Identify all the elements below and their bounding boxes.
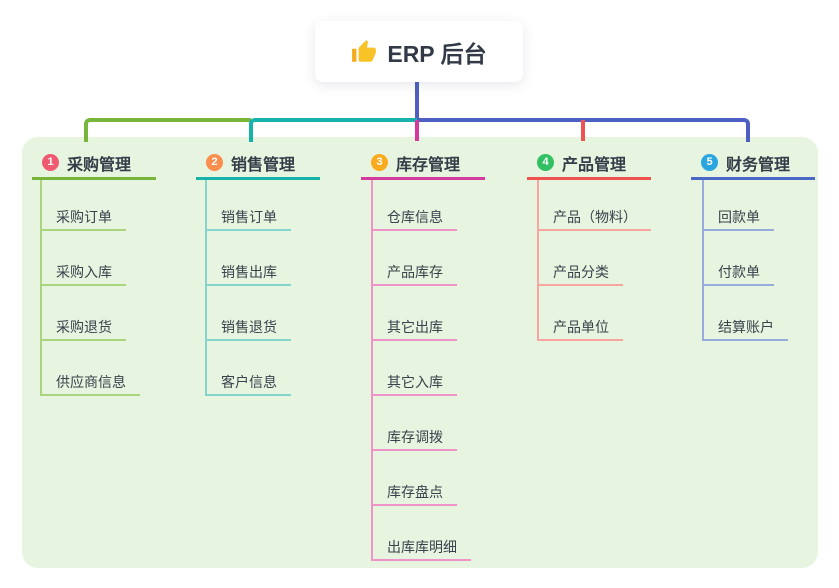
node-outbound-detail[interactable]: 出库库明细 (371, 533, 471, 561)
branch-label: 采购管理 (67, 156, 132, 174)
node-sales-outbound[interactable]: 销售出库 (205, 258, 291, 286)
branch-label: 产品管理 (562, 156, 627, 174)
node-other-inbound[interactable]: 其它入库 (371, 368, 457, 396)
branch-trunk-sales (205, 180, 207, 394)
node-warehouse-info[interactable]: 仓库信息 (371, 203, 457, 231)
node-settlement-account[interactable]: 结算账户 (702, 313, 788, 341)
thumbs-up-icon (352, 39, 377, 62)
node-product-stock[interactable]: 产品库存 (371, 258, 457, 286)
connector-branch-purchase (84, 118, 251, 142)
branch-label: 财务管理 (726, 156, 791, 174)
node-product-material[interactable]: 产品（物料） (537, 203, 651, 231)
node-customer-info[interactable]: 客户信息 (205, 368, 291, 396)
branches-background-panel (22, 137, 818, 568)
root-node-title: ERP 后台 (387, 40, 487, 67)
node-sales-order[interactable]: 销售订单 (205, 203, 291, 231)
branch-trunk-inventory (371, 180, 373, 559)
branch-header-inventory[interactable]: 3 库存管理 (361, 148, 485, 180)
branch-header-product[interactable]: 4 产品管理 (527, 148, 651, 180)
connector-branch-inventory (415, 120, 419, 141)
branch-label: 库存管理 (396, 156, 461, 174)
node-purchase-inbound[interactable]: 采购入库 (40, 258, 126, 286)
branch-header-sales[interactable]: 2 销售管理 (196, 148, 320, 180)
root-connector-line (415, 82, 419, 122)
branch-trunk-purchase (40, 180, 42, 394)
connector-branch-sales (249, 118, 417, 142)
node-stock-transfer[interactable]: 库存调拨 (371, 423, 457, 451)
node-sales-return[interactable]: 销售退货 (205, 313, 291, 341)
node-stock-count[interactable]: 库存盘点 (371, 478, 457, 506)
connector-branch-product (581, 120, 585, 141)
root-node-erp-backend[interactable]: ERP 后台 (315, 21, 523, 82)
branch-number-badge: 5 (701, 154, 718, 171)
branch-header-purchase[interactable]: 1 采购管理 (32, 148, 156, 180)
node-purchase-order[interactable]: 采购订单 (40, 203, 126, 231)
node-payment-doc[interactable]: 付款单 (702, 258, 774, 286)
node-receipt-doc[interactable]: 回款单 (702, 203, 774, 231)
branch-number-badge: 4 (537, 154, 554, 171)
node-product-category[interactable]: 产品分类 (537, 258, 623, 286)
node-supplier-info[interactable]: 供应商信息 (40, 368, 140, 396)
branch-trunk-product (537, 180, 539, 339)
branch-number-badge: 3 (371, 154, 388, 171)
branch-header-finance[interactable]: 5 财务管理 (691, 148, 815, 180)
node-purchase-return[interactable]: 采购退货 (40, 313, 126, 341)
branch-label: 销售管理 (231, 156, 296, 174)
branch-trunk-finance (702, 180, 704, 339)
node-product-unit[interactable]: 产品单位 (537, 313, 623, 341)
branch-number-badge: 2 (206, 154, 223, 171)
node-other-outbound[interactable]: 其它出库 (371, 313, 457, 341)
branch-number-badge: 1 (42, 154, 59, 171)
